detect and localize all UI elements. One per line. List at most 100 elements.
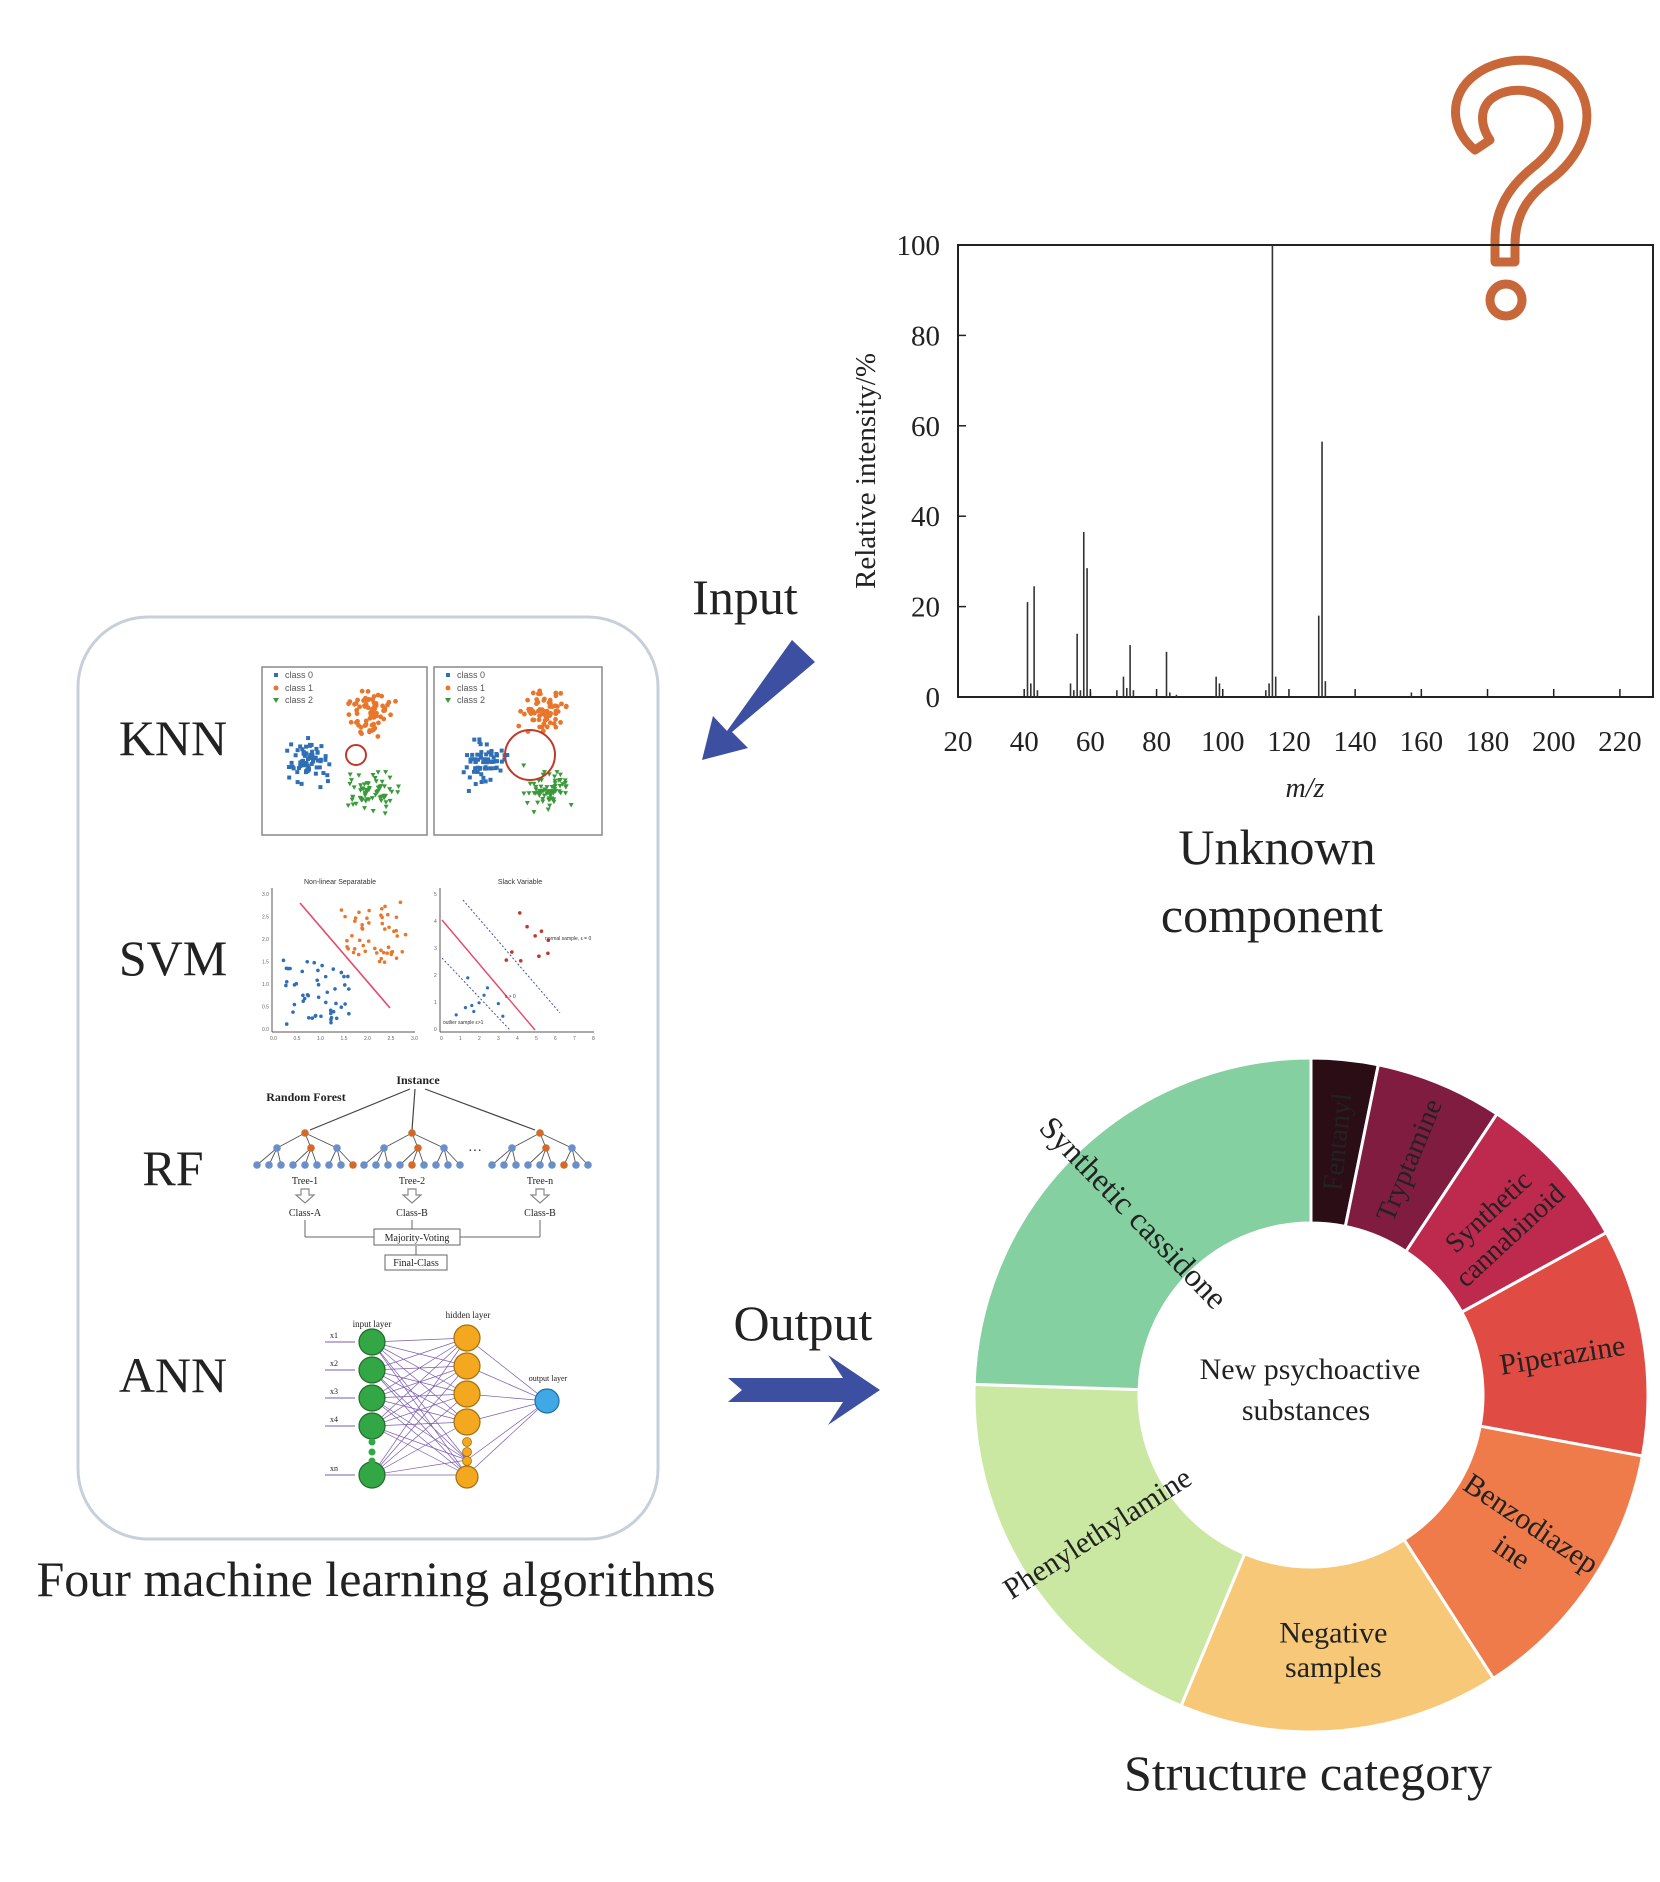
knn-point-class2 (549, 785, 555, 790)
ann-hidden-node (453, 1408, 481, 1436)
svm-point-orange (395, 934, 400, 938)
ms-y-axis-label: Relative intensity/% (850, 353, 882, 589)
knn-point-class0 (301, 751, 306, 756)
svm-point-orange (398, 900, 403, 905)
rf-majority-voting: Majority-Voting (385, 1233, 450, 1244)
svm-right-x-tick: 5 (535, 1036, 538, 1042)
svm-point-orange (351, 950, 356, 955)
knn-point-class0 (317, 765, 322, 770)
rf-node (265, 1161, 273, 1169)
svm-point-blue (291, 1010, 295, 1014)
ann-input-node (358, 1356, 386, 1384)
svm-point-blue (284, 979, 289, 984)
rf-node (372, 1161, 380, 1169)
knn-point-class2 (531, 810, 537, 815)
knn-point-class2 (560, 782, 566, 787)
rf-panel: Random Forest Instance ··· Tree-1 Tree-2… (253, 1073, 592, 1271)
knn-point-class2 (538, 778, 544, 783)
knn-point-class0 (498, 768, 503, 773)
ann-input-node (358, 1384, 386, 1412)
knn-point-class1 (558, 690, 564, 696)
knn-point-class1 (536, 717, 542, 723)
svm-point-blue (328, 1008, 333, 1013)
knn-point-class1 (369, 722, 375, 728)
ann-label: ANN (119, 1347, 227, 1403)
knn-point-class0 (303, 770, 308, 775)
knn-point-class0 (295, 748, 300, 753)
knn-right-legend-1: class 1 (457, 683, 485, 693)
knn-point-class2 (552, 781, 558, 786)
ann-edge (371, 1425, 468, 1476)
rf-ellipsis: ··· (468, 1144, 482, 1159)
knn-point-class2 (551, 789, 557, 794)
knn-point-class0 (299, 781, 304, 786)
knn-point-class2 (551, 799, 557, 805)
svm-point-orange (374, 951, 379, 955)
knn-point-class1 (527, 708, 532, 714)
ann-edge (371, 1369, 468, 1476)
knn-point-class0 (310, 759, 315, 764)
knn-right-legend-0: class 0 (457, 670, 485, 680)
ann-edge (371, 1341, 468, 1476)
svm-note-outlier: outlier sample ε>1 (443, 1020, 484, 1026)
svm-left-y-tick: 3.0 (262, 892, 269, 898)
ann-edge (371, 1337, 468, 1399)
ann-edge (371, 1397, 468, 1461)
ms-x-tick-label: 100 (1201, 726, 1245, 758)
knn-point-class1 (548, 711, 553, 717)
rf-node (380, 1144, 388, 1152)
svm-left-y-tick: 2.0 (262, 937, 269, 943)
knn-point-class2 (369, 796, 375, 801)
rf-edge (399, 1147, 419, 1166)
knn-point-class2 (554, 770, 560, 775)
svm-point-blue (347, 1011, 351, 1016)
rf-node (337, 1161, 345, 1169)
ann-hidden-node (453, 1352, 481, 1380)
rf-node (444, 1161, 452, 1169)
knn-point-class1 (347, 699, 353, 705)
ann-panel: input layer hidden layer output layer x1… (325, 1310, 568, 1489)
knn-point-class0 (477, 766, 482, 771)
knn-point-class0 (309, 761, 314, 766)
ann-output-layer-label: output layer (529, 1374, 568, 1383)
rf-node (333, 1144, 341, 1152)
donut-slice-synthetic-cassidone (972, 1056, 1313, 1392)
ms-x-tick-label: 80 (1142, 726, 1171, 758)
rf-node (542, 1144, 550, 1152)
rf-node (572, 1161, 580, 1169)
knn-point-class0 (470, 752, 475, 757)
knn-point-class0 (473, 757, 478, 762)
svm-right-point-red (518, 958, 523, 963)
svm-point-orange (356, 952, 361, 957)
svm-left-y-tick: 1.5 (262, 960, 269, 966)
knn-point-class2 (376, 786, 382, 792)
rf-node (360, 1161, 368, 1169)
svm-right-margin-lower (441, 957, 511, 1031)
knn-point-class0 (478, 753, 483, 758)
svm-point-blue (323, 974, 328, 979)
svm-right-x-tick: 1 (459, 1036, 462, 1042)
knn-point-class0 (494, 759, 499, 764)
svm-point-blue (339, 970, 344, 975)
knn-point-class1 (549, 704, 555, 710)
output-label: Output (734, 1295, 873, 1351)
knn-point-class0 (471, 769, 476, 774)
rf-node (313, 1161, 321, 1169)
svm-point-orange (380, 906, 384, 911)
ms-x-tick-label: 220 (1598, 726, 1642, 758)
knn-point-class0 (475, 752, 480, 757)
knn-point-class0 (467, 775, 472, 780)
svm-point-orange (403, 932, 408, 937)
knn-point-class0 (315, 758, 320, 763)
knn-point-class2 (387, 775, 393, 781)
ms-x-tick-label: 160 (1400, 726, 1444, 758)
svm-right-point-blue (454, 1013, 458, 1017)
ann-input-symbol: x1 (330, 1331, 338, 1340)
ann-input-node (358, 1328, 386, 1356)
knn-point-class0 (293, 753, 298, 758)
knn-point-class1 (516, 723, 522, 729)
rf-edge (443, 1147, 461, 1166)
knn-point-class0 (495, 753, 500, 758)
svm-point-orange (381, 950, 386, 955)
